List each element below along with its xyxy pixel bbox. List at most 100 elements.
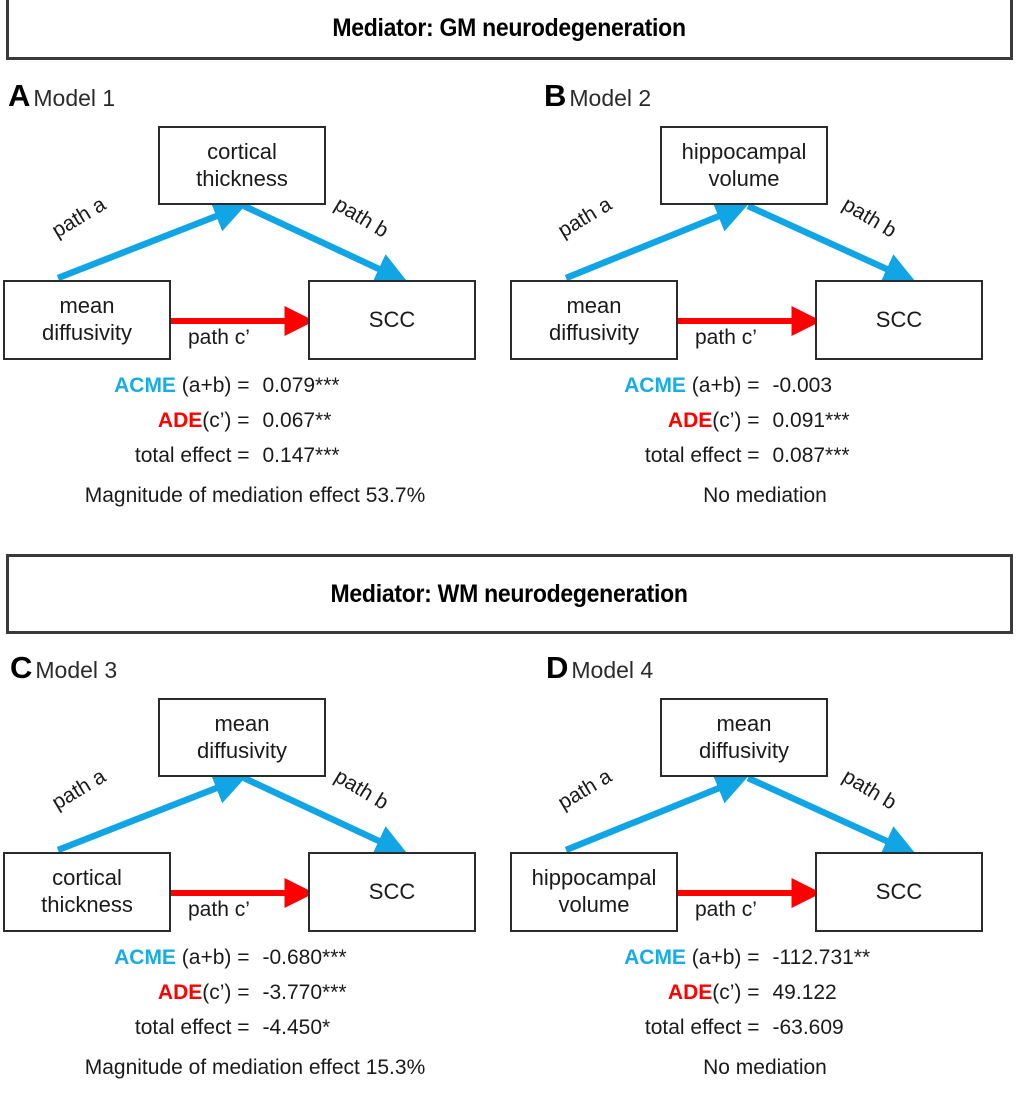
panel-a-path-c-label: path c’ [188, 326, 250, 349]
panel-d-ade-label: ADE(c’) = [578, 981, 760, 1005]
panel-c-total-value: -4.450* [262, 1016, 331, 1039]
panel-a-ade-label: ADE(c’) = [68, 409, 250, 433]
panel-c-arrows [56, 773, 409, 908]
ade-keyword: ADE [157, 981, 203, 1004]
panel-b-arrows [564, 201, 917, 336]
ade-suffix: (c’) = [712, 409, 760, 432]
panel-b-letter: B [544, 78, 567, 113]
panel-d-diagram: mean diffusivity hippocampal volume SCC … [510, 686, 1020, 936]
panel-b-ade-value: 0.091*** [772, 409, 850, 432]
section-banner-gm-title: Mediator: GM neurodegeneration [332, 13, 687, 42]
panel-a-letter: A [8, 78, 31, 113]
panel-a-model-label: Model 1 [33, 85, 116, 111]
panel-d-predictor-node: hippocampal volume [510, 852, 678, 932]
panel-b-stats: ACME (a+b) = -0.003 ADE(c’) = 0.091*** t… [510, 374, 1020, 508]
ade-suffix: (c’) = [712, 981, 760, 1004]
panel-c-ade-value: -3.770*** [262, 981, 347, 1004]
panel-d-acme-value: -112.731** [772, 946, 871, 969]
panel-a-mediator-node: cortical thickness [158, 126, 326, 205]
ade-suffix: (c’) = [202, 409, 250, 432]
path-b-arrow [746, 203, 917, 284]
panel-b-ade-label: ADE(c’) = [578, 409, 760, 433]
panel-d-acme-row: ACME (a+b) = -112.731** [510, 946, 1020, 970]
panel-b-acme-value: -0.003 [772, 374, 833, 397]
panel-d-total-value: -63.609 [772, 1016, 844, 1039]
panel-d-model-label: Model 4 [571, 657, 654, 683]
panel-c-acme-value: -0.680*** [262, 946, 347, 969]
panel-a-heading: A Model 1 [8, 78, 115, 114]
panel-a-ade-row: ADE(c’) = 0.067** [0, 409, 510, 433]
path-a-arrow [56, 773, 247, 854]
acme-suffix: (a+b) = [685, 946, 760, 969]
panel-a-total-row: total effect = 0.147*** [0, 444, 510, 468]
acme-suffix: (a+b) = [175, 946, 250, 969]
panel-b-acme-row: ACME (a+b) = -0.003 [510, 374, 1020, 398]
path-b-arrow [746, 775, 917, 856]
path-b-arrow [242, 203, 409, 284]
panel-b-acme-label: ACME (a+b) = [578, 374, 760, 398]
panel-d-outcome-node: SCC [815, 852, 983, 932]
panel-d-path-c-label: path c’ [695, 898, 757, 921]
panel-b-predictor-node: mean diffusivity [510, 280, 678, 360]
ade-keyword: ADE [667, 981, 713, 1004]
panel-d-stats: ACME (a+b) = -112.731** ADE(c’) = 49.122… [510, 946, 1020, 1080]
panel-a-predictor-node: mean diffusivity [3, 280, 171, 360]
acme-keyword: ACME [114, 374, 176, 397]
panel-c-total-row: total effect = -4.450* [0, 1016, 510, 1040]
panel-a-arrows [56, 201, 409, 336]
acme-suffix: (a+b) = [685, 374, 760, 397]
panel-b-path-c-label: path c’ [695, 326, 757, 349]
ade-keyword: ADE [667, 409, 713, 432]
path-a-arrow [56, 201, 247, 282]
panel-a-acme-row: ACME (a+b) = 0.079*** [0, 374, 510, 398]
panel-c-summary: Magnitude of mediation effect 15.3% [84, 1056, 426, 1079]
panel-b-ade-row: ADE(c’) = 0.091*** [510, 409, 1020, 433]
panel-a-acme-label: ACME (a+b) = [68, 374, 250, 398]
section-banner-wm: Mediator: WM neurodegeneration [6, 554, 1013, 634]
panel-d-heading: D Model 4 [546, 650, 653, 686]
panel-d-ade-row: ADE(c’) = 49.122 [510, 981, 1020, 1005]
panel-b-total-label: total effect = [644, 444, 760, 467]
ade-keyword: ADE [157, 409, 203, 432]
panel-a-total-value: 0.147*** [262, 444, 340, 467]
panel-c-letter: C [10, 650, 33, 685]
panel-b-heading: B Model 2 [544, 78, 651, 114]
acme-suffix: (a+b) = [175, 374, 250, 397]
path-a-arrow [564, 773, 749, 854]
panel-b-total-value: 0.087*** [772, 444, 850, 467]
path-a-arrow [564, 201, 749, 282]
acme-keyword: ACME [624, 374, 686, 397]
panel-b-diagram: hippocampal volume mean diffusivity SCC … [510, 114, 1020, 364]
panel-a-summary: Magnitude of mediation effect 53.7% [84, 484, 426, 507]
panel-c-mediator-node: mean diffusivity [158, 698, 326, 777]
panel-a-ade-value: 0.067** [262, 409, 332, 432]
panel-c-predictor-node: cortical thickness [3, 852, 171, 932]
panel-b-summary: No mediation [703, 484, 827, 507]
panel-d-summary: No mediation [703, 1056, 827, 1079]
panel-a-stats: ACME (a+b) = 0.079*** ADE(c’) = 0.067** … [0, 374, 510, 508]
panel-c-ade-row: ADE(c’) = -3.770*** [0, 981, 510, 1005]
panel-a-total-label: total effect = [134, 444, 250, 467]
panel-a-diagram: cortical thickness mean diffusivity SCC … [0, 114, 510, 364]
panel-b-outcome-node: SCC [815, 280, 983, 360]
panel-c-acme-label: ACME (a+b) = [68, 946, 250, 970]
panel-c-diagram: mean diffusivity cortical thickness SCC … [0, 686, 510, 936]
panel-c-acme-row: ACME (a+b) = -0.680*** [0, 946, 510, 970]
panel-b-total-row: total effect = 0.087*** [510, 444, 1020, 468]
panel-a-acme-value: 0.079*** [262, 374, 340, 397]
panel-d-letter: D [546, 650, 569, 685]
panel-b-model-label: Model 2 [569, 85, 652, 111]
panel-c-ade-label: ADE(c’) = [68, 981, 250, 1005]
panel-c-heading: C Model 3 [10, 650, 117, 686]
panel-c-total-label: total effect = [134, 1016, 250, 1039]
section-banner-wm-title: Mediator: WM neurodegeneration [330, 579, 689, 608]
panel-d-mediator-node: mean diffusivity [660, 698, 828, 777]
path-b-arrow [242, 775, 409, 856]
section-banner-gm: Mediator: GM neurodegeneration [6, 0, 1013, 60]
panel-c-stats: ACME (a+b) = -0.680*** ADE(c’) = -3.770*… [0, 946, 510, 1080]
panel-b-mediator-node: hippocampal volume [660, 126, 828, 205]
panel-c-model-label: Model 3 [35, 657, 118, 683]
panel-d-total-row: total effect = -63.609 [510, 1016, 1020, 1040]
ade-suffix: (c’) = [202, 981, 250, 1004]
panel-c-outcome-node: SCC [308, 852, 476, 932]
